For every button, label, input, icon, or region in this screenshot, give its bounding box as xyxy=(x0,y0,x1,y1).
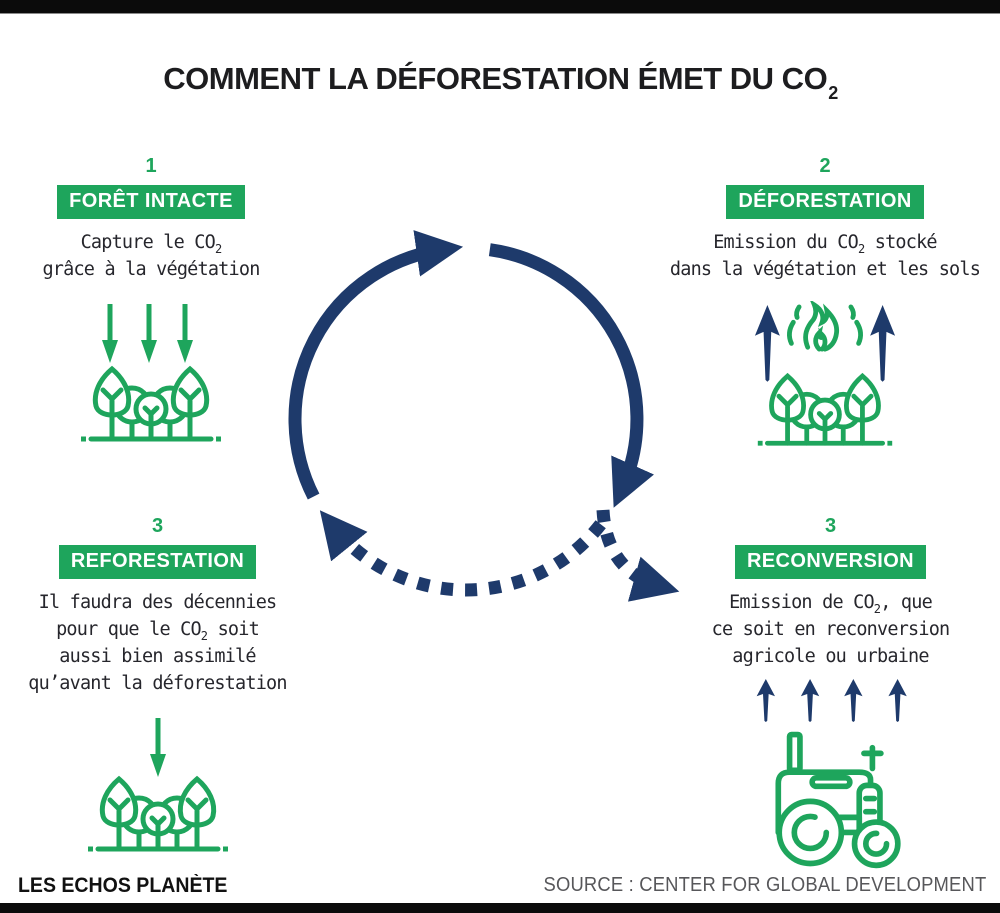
desc-line: aussi bien assimilé xyxy=(59,646,256,667)
step-description: Emission de CO2, que ce soit en reconver… xyxy=(663,590,998,671)
desc-line: agricole ou urbaine xyxy=(732,646,929,667)
desc-line: qu’avant la déforestation xyxy=(28,673,287,694)
tractor-body-icon xyxy=(778,735,898,866)
forest-absorb-icon xyxy=(15,301,287,443)
desc-line: dans la végétation et les sols xyxy=(669,259,981,280)
desc-line: Il faudra des décennies xyxy=(38,592,278,613)
cycle-arrow-bottom-dashed xyxy=(319,510,606,597)
step-description: Emission du CO2 stocké dans la végétatio… xyxy=(650,230,1000,284)
up-arrow-icon xyxy=(887,679,907,722)
tree-row-icon xyxy=(81,369,221,442)
flame-icon xyxy=(789,305,860,349)
step-label-badge: RECONVERSION xyxy=(734,545,927,579)
step-number: 3 xyxy=(824,515,837,537)
desc-line: Capture le CO2 xyxy=(80,232,223,256)
down-arrow-icon xyxy=(150,718,166,777)
step-label-badge: DÉFORESTATION xyxy=(726,185,924,219)
desc-line: ce soit en reconversion xyxy=(711,619,951,640)
step-deforestation: 2 DÉFORESTATION Emission du CO2 stocké d… xyxy=(650,155,1000,453)
forest-regrow-icon xyxy=(5,715,310,853)
step-number: 1 xyxy=(145,155,157,177)
up-arrow-icon xyxy=(843,679,863,722)
step-description: Il faudra des décennies pour que le CO2 … xyxy=(5,590,310,698)
down-arrow-icon xyxy=(141,304,157,363)
step-number: 3 xyxy=(151,515,164,537)
desc-line: pour que le CO2 soit xyxy=(56,619,260,643)
step-reforestation: 3 REFORESTATION Il faudra des décennies … xyxy=(5,515,310,853)
cycle-arrow-left-solid xyxy=(288,230,464,500)
source-credit: SOURCE : CENTER FOR GLOBAL DEVELOPMENT xyxy=(543,874,986,896)
title-subscript: 2 xyxy=(828,82,838,103)
tractor-icon xyxy=(663,679,998,872)
desc-line: grâce à la végétation xyxy=(42,259,260,280)
down-arrow-icon xyxy=(177,304,193,363)
tree-row-icon xyxy=(88,779,228,852)
carbon-cycle-diagram xyxy=(288,230,680,602)
step-description: Capture le CO2 grâce à la végétation xyxy=(15,230,287,284)
forest-burning-icon xyxy=(650,301,1000,453)
step-label-badge: REFORESTATION xyxy=(58,545,257,579)
title-text: COMMENT LA DÉFORESTATION ÉMET DU CO xyxy=(163,60,828,96)
step-reconversion: 3 RECONVERSION Emission de CO2, que ce s… xyxy=(663,515,998,872)
up-arrow-icon xyxy=(754,305,780,382)
step-foret-intacte: 1 FORÊT INTACTE Capture le CO2 grâce à l… xyxy=(15,155,287,443)
page-title: COMMENT LA DÉFORESTATION ÉMET DU CO2 xyxy=(0,60,1000,103)
desc-line: Emission de CO2, que xyxy=(729,592,933,616)
step-label-badge: FORÊT INTACTE xyxy=(57,185,245,219)
cycle-arrow-right-solid xyxy=(488,243,655,508)
up-arrow-icon xyxy=(800,679,819,722)
tree-row-icon xyxy=(758,376,892,446)
top-bar xyxy=(0,0,1000,14)
bottom-bar xyxy=(0,903,1000,913)
cycle-branch-dashed xyxy=(596,509,680,602)
up-arrow-icon xyxy=(756,679,775,722)
step-number: 2 xyxy=(819,155,831,177)
up-arrow-icon xyxy=(870,305,896,382)
desc-line: Emission du CO2 stocké xyxy=(713,232,937,256)
brand-logo: LES ECHOS PLANÈTE xyxy=(18,874,228,897)
down-arrow-icon xyxy=(102,304,118,363)
